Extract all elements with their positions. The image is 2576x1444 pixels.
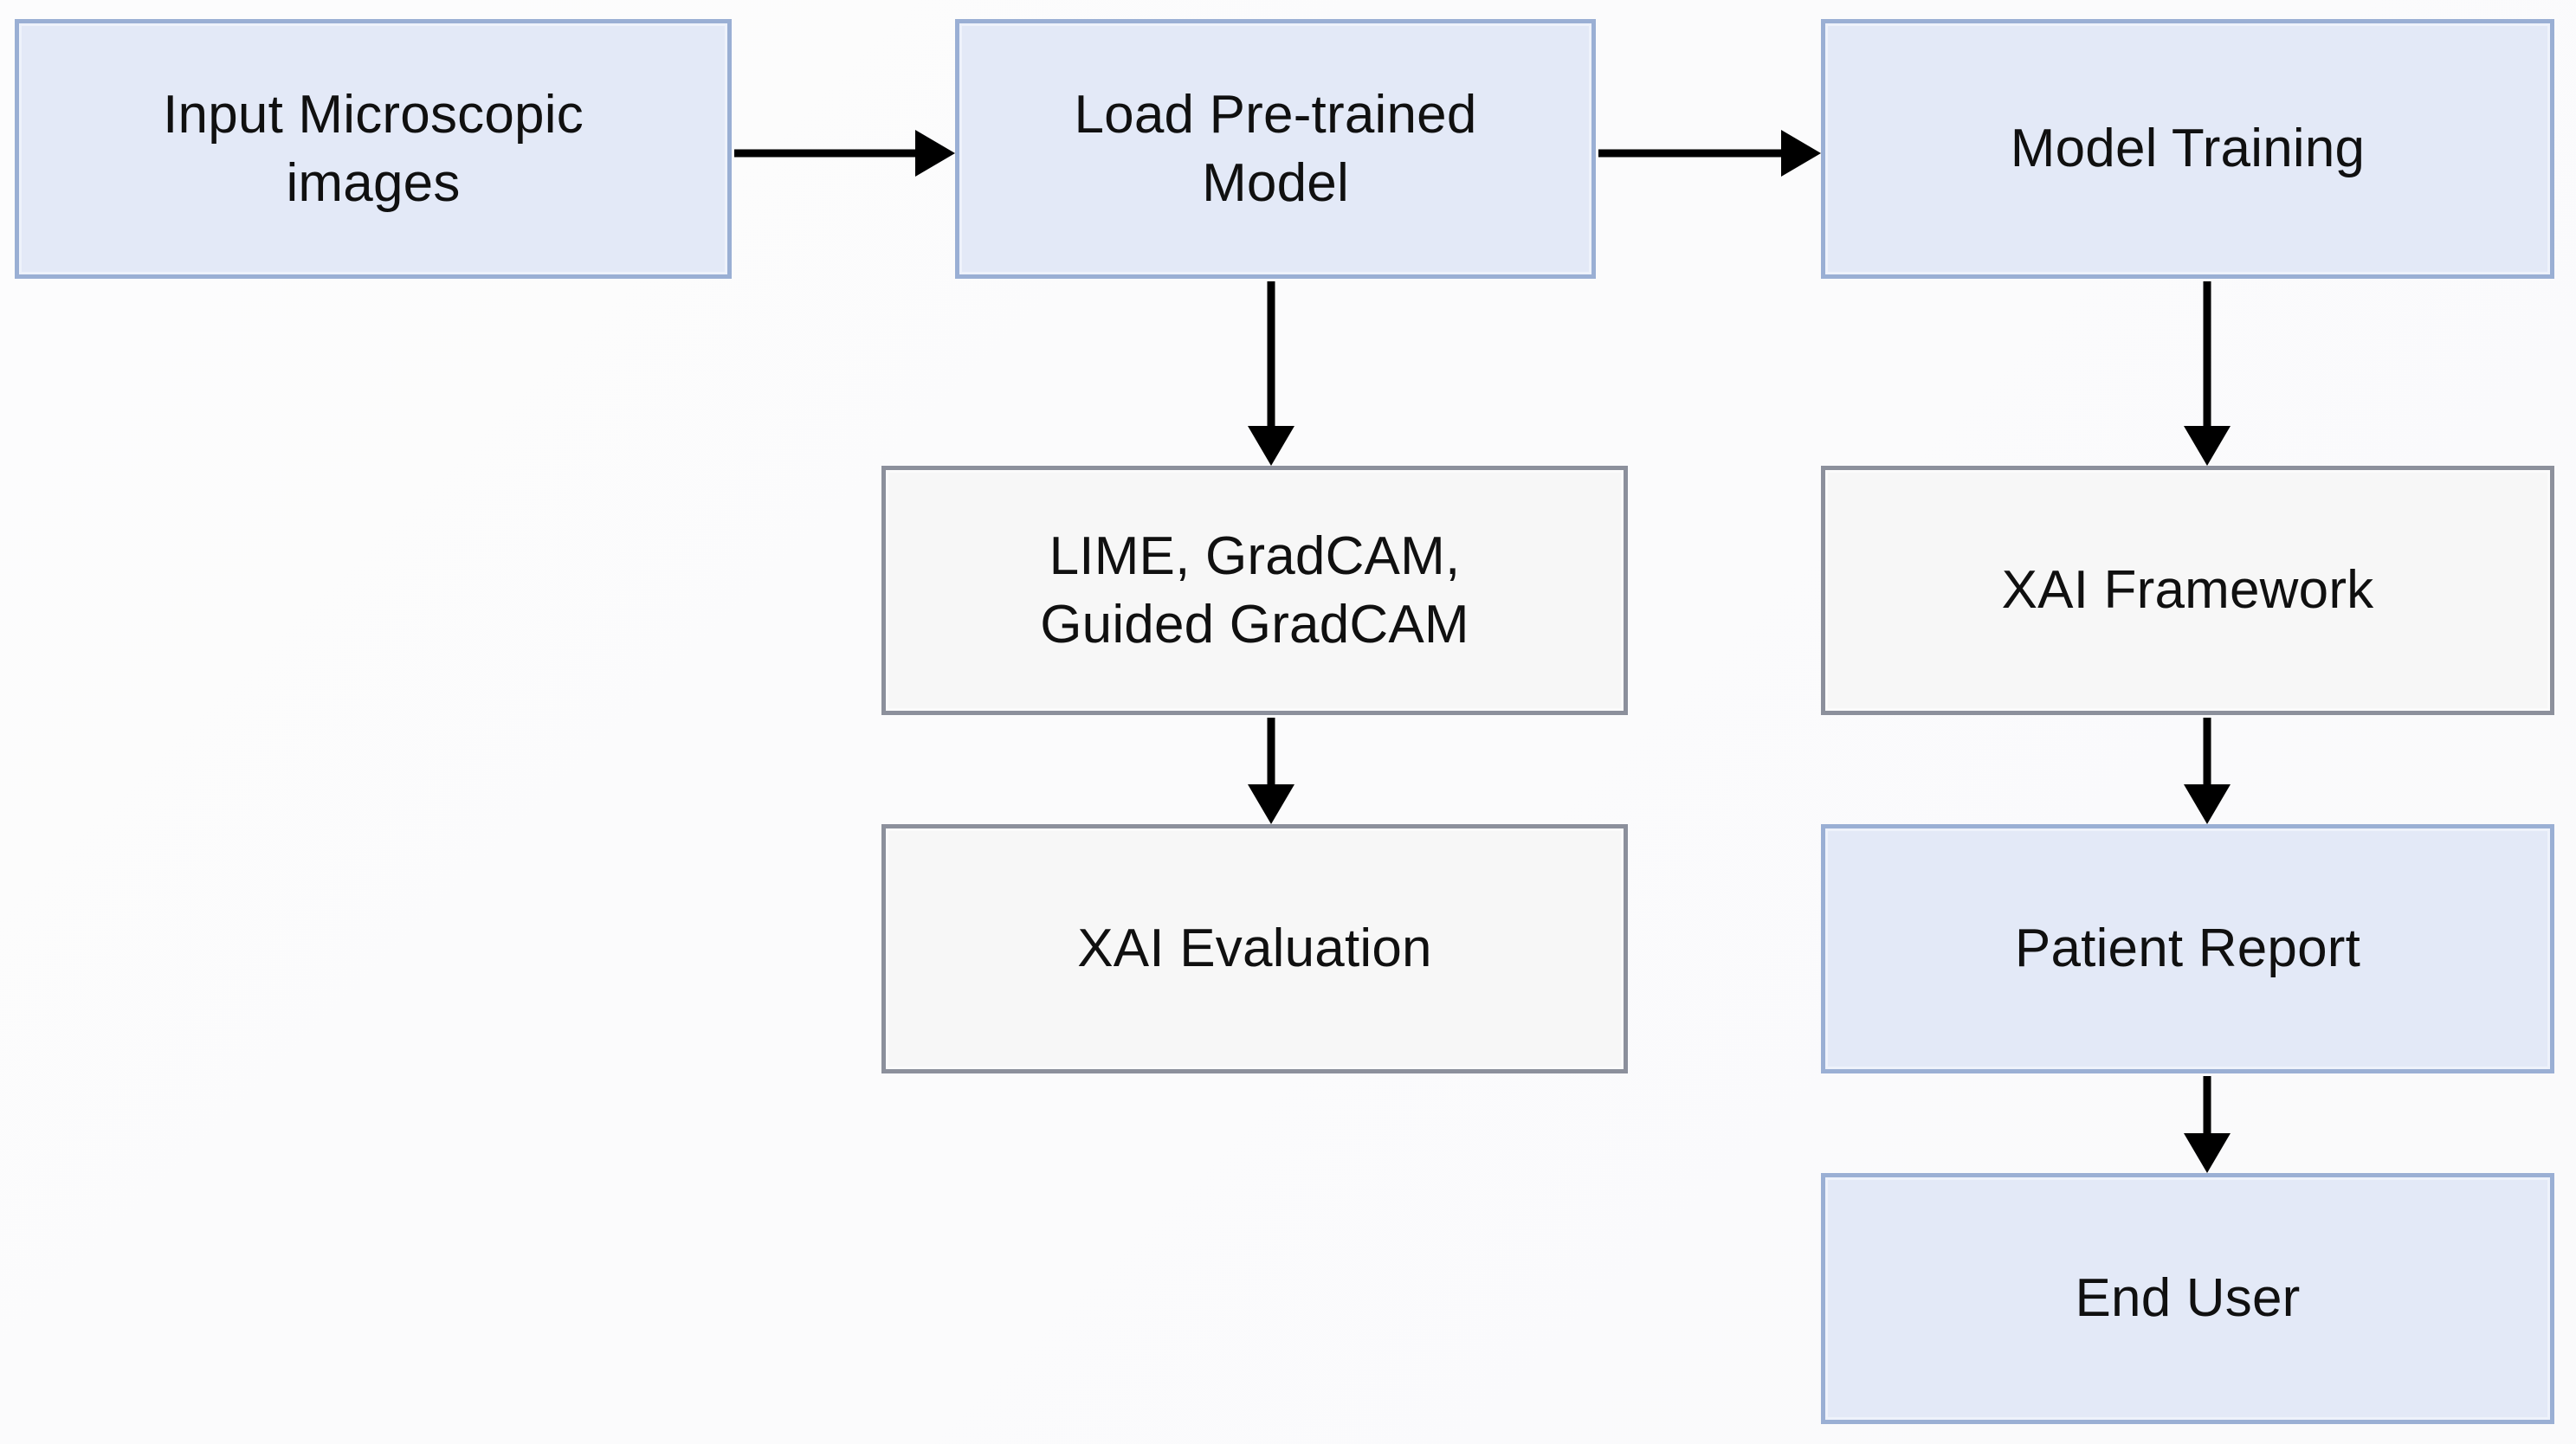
node-label-load-pre-trained-model: Load Pre-trained Model [1074,84,1477,213]
arrow-head [1781,130,1821,177]
arrow-load-to-lime [1219,229,1323,518]
arrow-load-to-model-training [1546,101,1873,205]
node-label-end-user: End User [2075,1268,2301,1329]
arrow-head [2184,1133,2231,1173]
node-lime-gradcam-guided-gradcam[interactable]: LIME, GradCAM, Guided GradCAM [881,466,1628,715]
node-xai-evaluation[interactable]: XAI Evaluation [881,824,1628,1073]
node-patient-report[interactable]: Patient Report [1821,824,2554,1073]
arrow-head [1248,426,1294,466]
node-label-lime-gradcam-guided-gradcam: LIME, GradCAM, Guided GradCAM [1040,525,1469,654]
arrow-head [1248,784,1294,824]
arrow-model-training-to-xai-framework [2155,229,2259,518]
node-label-model-training: Model Training [2010,119,2366,179]
node-load-pre-trained-model[interactable]: Load Pre-trained Model [955,19,1596,279]
arrow-input-to-load [682,101,1007,205]
node-input-microscopic-images[interactable]: Input Microscopic images [15,19,732,279]
arrow-patient-report-to-end-user [2155,1024,2259,1225]
arrow-head [915,130,955,177]
arrow-lime-to-xai-evaluation [1219,666,1323,876]
node-label-patient-report: Patient Report [2014,919,2361,979]
node-label-xai-evaluation: XAI Evaluation [1077,919,1432,979]
node-model-training[interactable]: Model Training [1821,19,2554,279]
arrow-head [2184,426,2231,466]
node-end-user[interactable]: End User [1821,1173,2554,1424]
arrow-xai-framework-to-patient-report [2155,666,2259,876]
node-label-input-microscopic-images: Input Microscopic images [163,84,584,213]
arrow-head [2184,784,2231,824]
node-label-xai-framework: XAI Framework [2001,560,2374,621]
node-xai-framework[interactable]: XAI Framework [1821,466,2554,715]
